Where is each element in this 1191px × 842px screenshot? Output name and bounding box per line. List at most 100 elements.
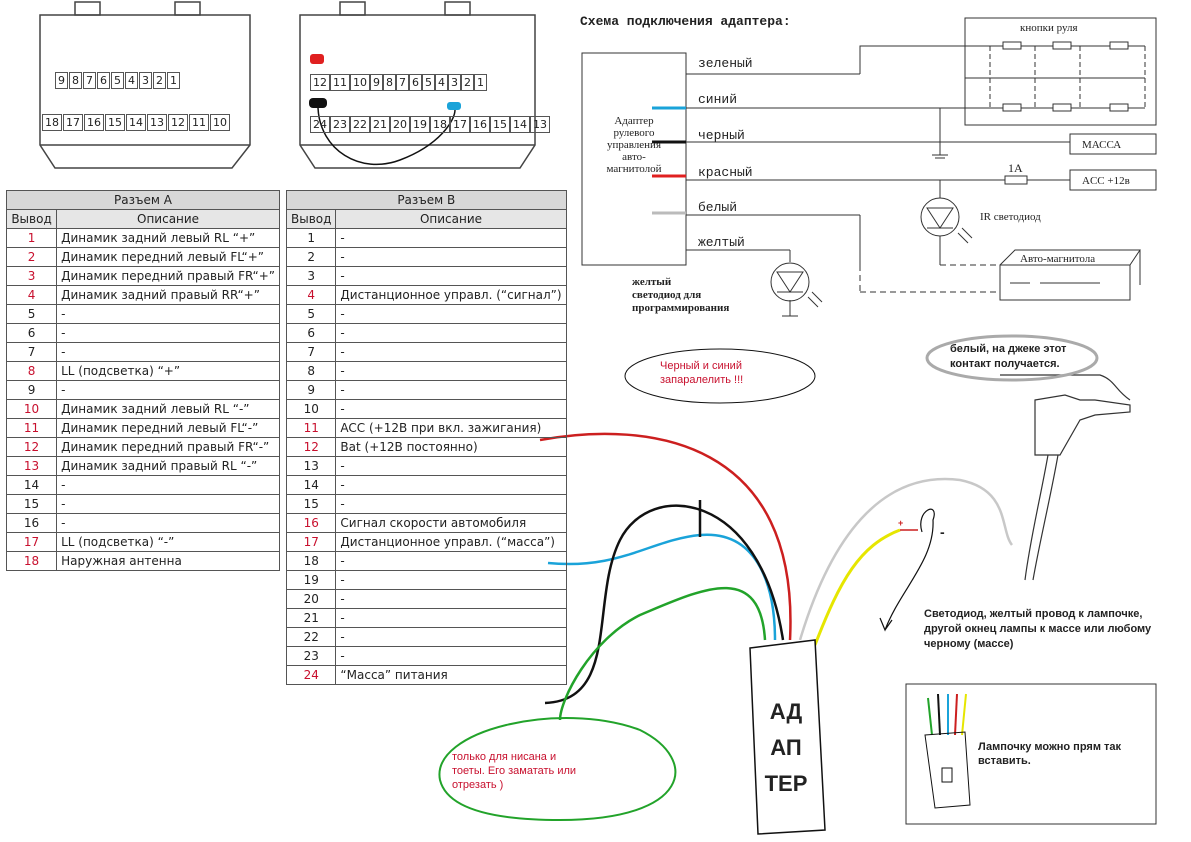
plus-sign: + bbox=[898, 518, 904, 528]
yellow-led-line: программирования bbox=[632, 302, 730, 314]
adapter-box-line: рулевого bbox=[613, 127, 655, 139]
jack-plug-icon bbox=[1000, 374, 1131, 581]
connector-pin-label: 6 bbox=[97, 72, 110, 89]
table-b-row: 6- bbox=[285, 323, 567, 343]
note-bubble-white-jack bbox=[925, 334, 1099, 382]
adapter-box bbox=[581, 52, 687, 266]
table-b-desc: - bbox=[335, 304, 567, 324]
table-a-pin: 9 bbox=[5, 380, 58, 400]
note-line: Лампочку можно прям так bbox=[978, 741, 1122, 753]
table-b-pin: 12 bbox=[285, 437, 337, 457]
table-b-desc: - bbox=[335, 551, 567, 571]
table-a-pin: 4 bbox=[5, 285, 58, 305]
table-b-row: 21- bbox=[285, 608, 567, 628]
ir-led-icon bbox=[920, 197, 973, 244]
table-a-row: 5- bbox=[5, 304, 280, 324]
table-a-desc: - bbox=[56, 304, 280, 324]
table-a-desc: LL (подсветка) “-” bbox=[56, 532, 280, 552]
head-unit-icon bbox=[999, 249, 1141, 301]
note-lamp: Лампочку можно прям так вставить. bbox=[978, 740, 1121, 768]
table-b-col-pin: Вывод bbox=[285, 209, 337, 229]
table-b-pin: 1 bbox=[285, 228, 337, 248]
table-b-pin: 22 bbox=[285, 627, 337, 647]
wire-label-blue: синий bbox=[698, 92, 738, 107]
table-b-desc: - bbox=[335, 627, 567, 647]
table-a-desc: Динамик передний правый FR“-” bbox=[56, 437, 280, 457]
blue-pin-marker bbox=[447, 102, 461, 110]
white-wire bbox=[798, 477, 1014, 641]
table-b-row: 19- bbox=[285, 570, 567, 590]
table-a-pin: 6 bbox=[5, 323, 58, 343]
table-a-pin: 8 bbox=[5, 361, 58, 381]
table-a-row: 6- bbox=[5, 323, 280, 343]
table-b-desc: Bat (+12B постоянно) bbox=[335, 437, 567, 457]
wire-label-black: черный bbox=[698, 128, 745, 143]
table-b-desc: - bbox=[335, 380, 567, 400]
ground-label: МАССА bbox=[1082, 139, 1122, 151]
table-b-desc: Сигнал скорости автомобиля bbox=[335, 513, 567, 533]
table-a-desc: Динамик задний правый RL “-” bbox=[56, 456, 280, 476]
connector-pin-label: 2 bbox=[153, 72, 166, 89]
connector-pin-label: 16 bbox=[84, 114, 104, 131]
table-b-row: 23- bbox=[285, 646, 567, 666]
lamp-inset-bulb-icon bbox=[941, 767, 953, 783]
yellow-wire bbox=[813, 528, 901, 646]
table-a-pin: 16 bbox=[5, 513, 58, 533]
adapter-box-line: управления bbox=[606, 139, 662, 151]
adapter-label: АД АП ТЕР bbox=[756, 694, 816, 802]
connector-pin-label: 5 bbox=[422, 74, 435, 91]
connector-pin-label: 12 bbox=[310, 74, 330, 91]
note-line: тоеты. Его заматать или bbox=[452, 765, 577, 777]
note-line: черному (массе) bbox=[924, 638, 1014, 650]
table-b-desc: - bbox=[335, 646, 567, 666]
table-a-desc: - bbox=[56, 323, 280, 343]
table-a-pin: 12 bbox=[5, 437, 58, 457]
table-a-desc: Динамик задний левый RL “-” bbox=[56, 399, 280, 419]
black-wire bbox=[544, 504, 785, 705]
note-led: Светодиод, желтый провод к лампочке, дру… bbox=[924, 607, 1151, 652]
connector-pin-label: 24 bbox=[310, 116, 330, 133]
table-b-desc: Дистанционное управл. (“сигнал”) bbox=[335, 285, 567, 305]
table-a-row: 9- bbox=[5, 380, 280, 400]
table-b-row: 18- bbox=[285, 551, 567, 571]
table-b-row: 22- bbox=[285, 627, 567, 647]
table-a-desc: Динамик задний левый RL “+” bbox=[56, 228, 280, 248]
wire-label-red: красный bbox=[698, 165, 753, 180]
note-line: Черный и синий bbox=[660, 360, 742, 372]
connector-pin-label: 7 bbox=[83, 72, 96, 89]
table-b-pin: 6 bbox=[285, 323, 337, 343]
note-black-blue: Черный и синий запаралелить !!! bbox=[660, 359, 743, 387]
table-b-pin: 10 bbox=[285, 399, 337, 419]
steering-button-ladder bbox=[965, 45, 1146, 109]
connector-pin-label: 17 bbox=[450, 116, 470, 133]
lamp-inset-adapter bbox=[924, 731, 971, 809]
yellow-led-label: желтый светодиод для программирования bbox=[632, 276, 729, 315]
led-arrow bbox=[879, 508, 935, 632]
connector-pin-label: 11 bbox=[189, 114, 209, 131]
table-b-desc: - bbox=[335, 475, 567, 495]
connector-pin-label: 9 bbox=[370, 74, 383, 91]
note-line: запаралелить !!! bbox=[660, 374, 744, 386]
table-b-pin: 15 bbox=[285, 494, 337, 514]
table-a-pin: 5 bbox=[5, 304, 58, 324]
table-b-desc: - bbox=[335, 608, 567, 628]
adapter-body bbox=[749, 639, 826, 835]
connector-a bbox=[39, 1, 251, 169]
connector-pin-label: 7 bbox=[396, 74, 409, 91]
note-line: белый, на джеке этот bbox=[950, 343, 1067, 355]
table-a-title: Разъем А bbox=[6, 190, 280, 210]
table-b-pin: 8 bbox=[285, 361, 337, 381]
table-b-pin: 4 bbox=[285, 285, 337, 305]
table-b-pin: 17 bbox=[285, 532, 337, 552]
table-b-pin: 14 bbox=[285, 475, 337, 495]
table-a-pin: 11 bbox=[5, 418, 58, 438]
connector-pin-label: 9 bbox=[55, 72, 68, 89]
